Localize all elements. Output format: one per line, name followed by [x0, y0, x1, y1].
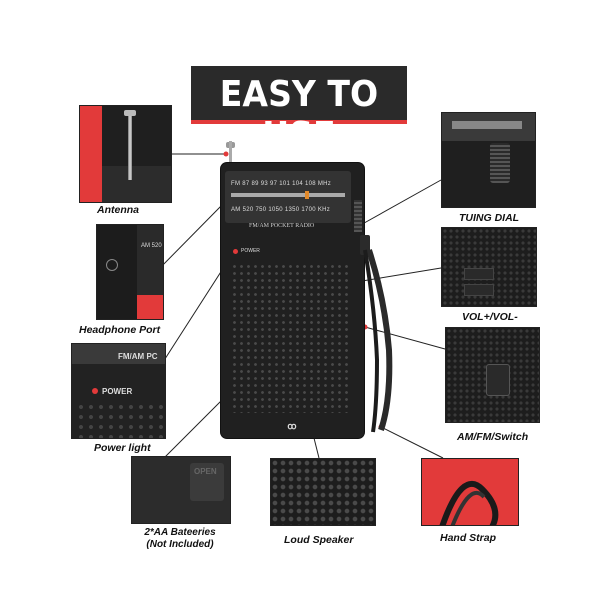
strap-connector	[380, 426, 444, 459]
switch-connector	[364, 326, 446, 350]
label-strap: Hand Strap	[440, 532, 497, 544]
dial-track	[231, 193, 345, 197]
headphone-connector	[153, 202, 225, 275]
label-power: Power light	[94, 442, 151, 454]
power-label: POWER	[241, 248, 260, 254]
switch-icon	[486, 364, 510, 396]
thumb-strap	[421, 458, 519, 526]
battery-connector	[159, 397, 225, 463]
thumb-antenna	[79, 105, 172, 203]
side-control	[360, 235, 370, 255]
thumb-headphone: AM 520	[96, 224, 164, 320]
title-banner: EASY TO USE	[191, 66, 407, 156]
tuning-connector	[356, 179, 442, 228]
thumb-speaker	[270, 458, 376, 526]
thumb-volume	[441, 227, 537, 307]
tuning-wheel	[354, 200, 362, 232]
thumb-switch	[445, 327, 540, 423]
brand-logo: ꝏ	[287, 421, 297, 431]
label-volume: VOL+/VOL-	[462, 311, 518, 323]
label-switch: AM/FM/Switch	[457, 431, 529, 443]
thumb-batteries: OPEN	[131, 456, 231, 524]
tuning-wheel-icon	[490, 143, 510, 183]
brand-label: FM/AM POCKET RADIO	[249, 223, 315, 229]
page-title: EASY TO USE	[219, 74, 379, 156]
label-speaker: Loud Speaker	[284, 534, 354, 546]
headphone-jack-icon	[106, 259, 118, 271]
thumb-power: FM/AM PC POWER	[71, 343, 166, 439]
label-tuning: TUING DIAL	[459, 212, 520, 224]
thumb-tuning	[441, 112, 536, 208]
dial-pointer	[305, 191, 309, 199]
wrist-strap	[363, 249, 393, 433]
fm-scale: FM 87 89 93 97 101 104 108 MHz	[231, 181, 332, 187]
volume-button-icon	[464, 268, 494, 280]
speaker-grille	[231, 263, 349, 413]
am-scale: AM 520 750 1050 1350 1700 KHz	[231, 207, 331, 213]
label-antenna: Antenna	[97, 204, 139, 216]
power-led-icon	[92, 388, 98, 394]
antenna-thumb-rod	[128, 112, 132, 180]
radio-device: FM 87 89 93 97 101 104 108 MHz AM 520 75…	[221, 163, 364, 438]
power-led	[233, 249, 238, 254]
antenna-rod	[229, 141, 232, 164]
dial-window: FM 87 89 93 97 101 104 108 MHz AM 520 75…	[225, 171, 351, 223]
label-batteries: 2*AA Bateeries (Not Included)	[144, 527, 216, 550]
label-headphone: Headphone Port	[79, 324, 161, 336]
